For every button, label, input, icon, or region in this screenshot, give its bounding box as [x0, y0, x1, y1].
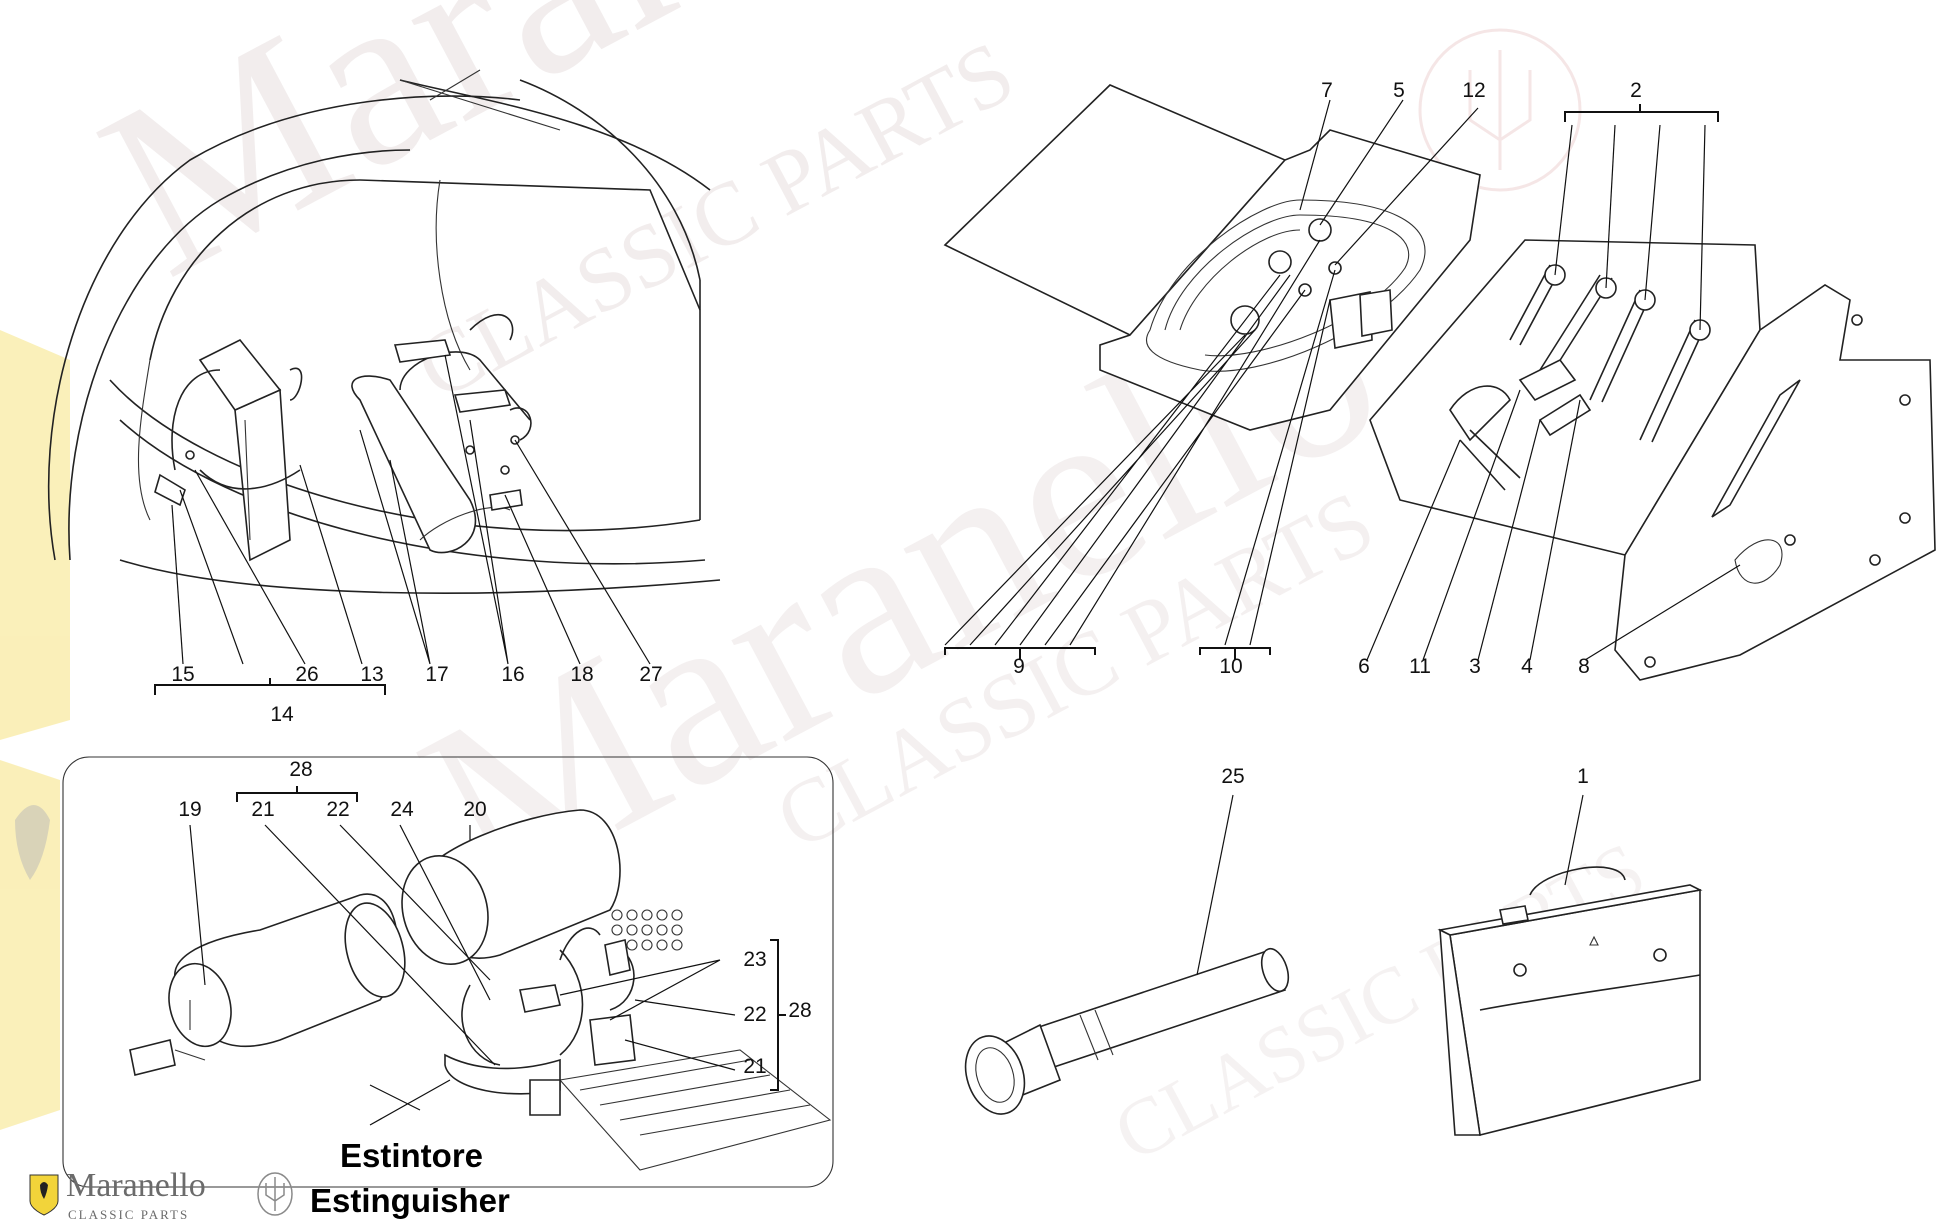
- flashlight-view: [964, 947, 1290, 1115]
- callout-8: 8: [1578, 655, 1590, 678]
- callout-6: 6: [1358, 655, 1370, 678]
- callout-22-right: 22: [743, 1003, 767, 1026]
- callout-1: 1: [1577, 765, 1589, 788]
- logo-name: Maranello: [66, 1167, 206, 1204]
- callout-24: 24: [390, 798, 414, 821]
- extinguisher-view: [129, 809, 832, 1171]
- callout-26: 26: [295, 663, 319, 686]
- callout-18: 18: [570, 663, 594, 686]
- logo-tagline: CLASSIC PARTS: [68, 1207, 190, 1222]
- callout-4: 4: [1521, 655, 1533, 678]
- caption-italian: Estintore: [340, 1137, 484, 1174]
- tool-roll-view: [943, 84, 1936, 681]
- leaders-tool-roll: [944, 99, 1741, 661]
- callout-17: 17: [425, 663, 449, 686]
- extinguisher-panel-border: [62, 756, 834, 1188]
- maserati-trident-icon: [257, 1172, 293, 1216]
- callout-5: 5: [1393, 79, 1405, 102]
- callout-22-top: 22: [326, 798, 350, 821]
- leader-tool-bag: [1564, 794, 1584, 886]
- tool-bag-view: [1437, 866, 1703, 1136]
- leaders-extinguisher: [189, 786, 786, 1126]
- callout-2: 2: [1630, 79, 1642, 102]
- callout-10: 10: [1219, 655, 1243, 678]
- callout-15: 15: [171, 663, 195, 686]
- ferrari-shield-icon: [29, 1174, 59, 1216]
- caption-english: Estinguisher: [310, 1182, 510, 1219]
- callout-20: 20: [463, 798, 487, 821]
- ferrari-shield-icon: [0, 330, 70, 1130]
- callout-21-right: 21: [743, 1055, 767, 1078]
- leader-flashlight: [1196, 794, 1234, 976]
- callout-19: 19: [178, 798, 202, 821]
- fastener-grid-icon: [611, 909, 683, 951]
- callout-28-top: 28: [289, 758, 313, 781]
- callout-28-right: 28: [788, 999, 812, 1022]
- callout-9: 9: [1013, 655, 1025, 678]
- leaders-trunk: [154, 354, 651, 695]
- callout-14: 14: [270, 703, 294, 726]
- callout-23: 23: [743, 948, 767, 971]
- trunk-mounting-view: [47, 69, 721, 594]
- callout-12: 12: [1462, 79, 1486, 102]
- callout-25: 25: [1221, 765, 1245, 788]
- callout-11: 11: [1409, 655, 1431, 678]
- callout-13: 13: [360, 663, 384, 686]
- callout-3: 3: [1469, 655, 1481, 678]
- callout-7: 7: [1321, 79, 1333, 102]
- callout-27: 27: [639, 663, 663, 686]
- maserati-trident-icon: [1418, 28, 1582, 192]
- brand-logo: Maranello CLASSIC PARTS: [20, 1165, 310, 1225]
- callout-16: 16: [501, 663, 525, 686]
- callout-21-top: 21: [251, 798, 275, 821]
